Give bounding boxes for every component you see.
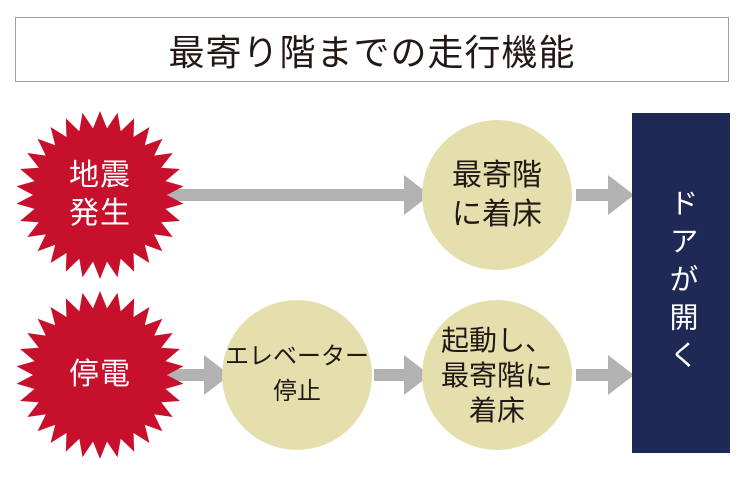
stop-line1: エレベーター — [225, 343, 369, 371]
step-circle-elevator-stop: エレベーター 停止 — [222, 300, 372, 450]
arrow-head-icon — [608, 175, 634, 215]
arrow-restart-to-door — [576, 355, 634, 395]
arrow-bar — [168, 369, 204, 381]
power-outage-label-line1: 停電 — [69, 357, 131, 391]
arrow-earthquake-to-arrive — [168, 175, 430, 215]
earthquake-burst: 地震 発生 — [16, 111, 184, 279]
restart-line3: 着床 — [468, 394, 525, 426]
arrow-bar — [576, 189, 608, 201]
arrow-bar — [168, 189, 404, 201]
earthquake-label-line1: 地震 — [69, 158, 131, 192]
arrive-line2: に着床 — [452, 198, 542, 231]
arrow-arrive-to-door — [576, 175, 634, 215]
starburst-shape — [16, 111, 184, 279]
arrow-bar — [576, 369, 608, 381]
restart-line2: 最寄階に — [440, 359, 553, 391]
arrive-line1: 最寄階 — [452, 159, 542, 192]
starburst-icon — [16, 291, 184, 459]
result-label: ドアが開く — [665, 188, 697, 378]
step-circle-restart-arrive: 起動し、 最寄階に 着床 — [422, 300, 572, 450]
result-panel: ドアが開く — [632, 113, 730, 453]
arrow-bar — [374, 369, 404, 381]
arrow-head-icon — [608, 355, 634, 395]
diagram-title: 最寄り階までの走行機能 — [168, 31, 576, 73]
step-circle-arrive-nearest-floor: 最寄階 に着床 — [422, 120, 572, 270]
starburst-shape — [16, 291, 184, 459]
earthquake-label: 地震 発生 — [16, 111, 184, 279]
arrow-outage-to-stop — [168, 355, 230, 395]
title-box: 最寄り階までの走行機能 — [15, 17, 729, 82]
earthquake-label-line2: 発生 — [69, 197, 131, 230]
stop-line2: 停止 — [273, 378, 321, 405]
power-outage-label: 停電 — [16, 291, 184, 459]
restart-line1: 起動し、 — [440, 324, 553, 356]
starburst-icon — [16, 111, 184, 279]
power-outage-burst: 停電 — [16, 291, 184, 459]
